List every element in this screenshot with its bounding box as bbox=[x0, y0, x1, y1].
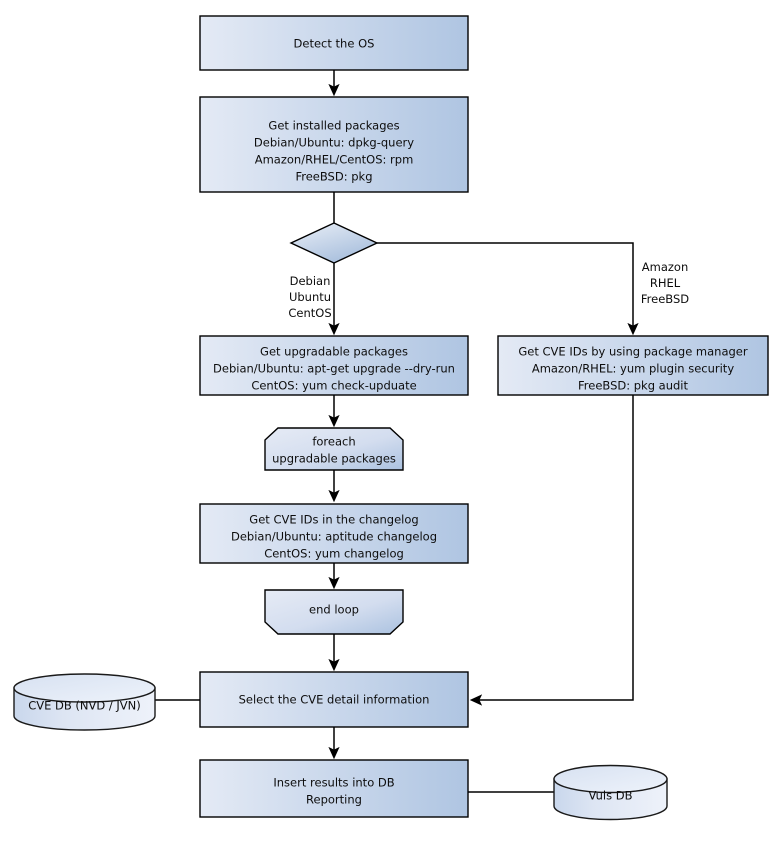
node-foreach-loop-start-line-1: upgradable packages bbox=[272, 452, 396, 466]
edge-label-left-line-1: Ubuntu bbox=[289, 290, 331, 304]
node-insert-results[interactable]: Insert results into DB Reporting bbox=[199, 759, 469, 818]
node-get-installed-packages-line-2: Amazon/RHEL/CentOS: rpm bbox=[255, 153, 414, 167]
node-cve-db-label: CVE DB (NVD / JVN) bbox=[28, 699, 141, 713]
node-insert-results-line-0: Insert results into DB bbox=[273, 776, 394, 790]
node-foreach-loop-start-line-0: foreach bbox=[312, 435, 355, 449]
node-get-cve-ids-pkg-manager-line-1: Amazon/RHEL: yum plugin security bbox=[532, 362, 734, 376]
node-cve-db[interactable]: CVE DB (NVD / JVN) bbox=[13, 673, 156, 731]
node-vuls-db-label: Vuls DB bbox=[589, 789, 633, 803]
edge-decision-right-branch bbox=[377, 242, 639, 336]
edge-label-right-line-0: Amazon bbox=[642, 260, 688, 274]
node-get-cve-ids-changelog-line-0: Get CVE IDs in the changelog bbox=[249, 513, 418, 527]
node-select-cve-detail-line-0: Select the CVE detail information bbox=[239, 693, 430, 707]
connector-group bbox=[155, 70, 639, 793]
node-get-cve-ids-changelog-line-1: Debian/Ubuntu: aptitude changelog bbox=[231, 530, 437, 544]
node-get-cve-ids-changelog-line-2: CentOS: yum changelog bbox=[264, 547, 404, 561]
edge-pkgmanager-to-select bbox=[469, 395, 634, 706]
node-get-upgradable-packages-line-2: CentOS: yum check-upduate bbox=[251, 379, 416, 393]
node-get-installed-packages-line-0: Get installed packages bbox=[268, 119, 399, 133]
node-get-installed-packages-line-1: Debian/Ubuntu: dpkg-query bbox=[254, 136, 414, 150]
node-detect-os-line-0: Detect the OS bbox=[294, 37, 375, 51]
edge-label-right-line-2: FreeBSD bbox=[641, 292, 689, 306]
node-end-loop[interactable]: end loop bbox=[264, 589, 404, 635]
node-get-cve-ids-changelog[interactable]: Get CVE IDs in the changelog Debian/Ubun… bbox=[199, 503, 469, 564]
node-os-decision[interactable] bbox=[289, 222, 379, 264]
node-get-cve-ids-pkg-manager[interactable]: Get CVE IDs by using package manager Ama… bbox=[497, 335, 769, 396]
node-get-installed-packages[interactable]: Get installed packages Debian/Ubuntu: dp… bbox=[199, 96, 469, 193]
edge-label-left-branch: Debian Ubuntu CentOS bbox=[288, 274, 331, 320]
edge-label-left-line-2: CentOS bbox=[288, 306, 331, 320]
node-get-installed-packages-line-3: FreeBSD: pkg bbox=[295, 170, 372, 184]
node-get-cve-ids-pkg-manager-line-2: FreeBSD: pkg audit bbox=[578, 379, 689, 393]
node-insert-results-line-1: Reporting bbox=[306, 793, 362, 807]
node-foreach-loop-start[interactable]: foreach upgradable packages bbox=[264, 427, 404, 471]
edge-label-right-branch: Amazon RHEL FreeBSD bbox=[641, 260, 689, 306]
node-get-cve-ids-pkg-manager-line-0: Get CVE IDs by using package manager bbox=[518, 345, 748, 359]
node-get-upgradable-packages-line-0: Get upgradable packages bbox=[260, 345, 408, 359]
node-end-loop-line-0: end loop bbox=[309, 603, 359, 617]
node-get-upgradable-packages-line-1: Debian/Ubuntu: apt-get upgrade --dry-run bbox=[213, 362, 455, 376]
node-detect-os[interactable]: Detect the OS bbox=[199, 15, 469, 71]
node-get-upgradable-packages[interactable]: Get upgradable packages Debian/Ubuntu: a… bbox=[199, 335, 469, 396]
edge-label-left-line-0: Debian bbox=[290, 274, 331, 288]
node-select-cve-detail[interactable]: Select the CVE detail information bbox=[199, 671, 469, 728]
node-vuls-db[interactable]: Vuls DB bbox=[553, 764, 668, 821]
edge-label-right-line-1: RHEL bbox=[650, 276, 681, 290]
